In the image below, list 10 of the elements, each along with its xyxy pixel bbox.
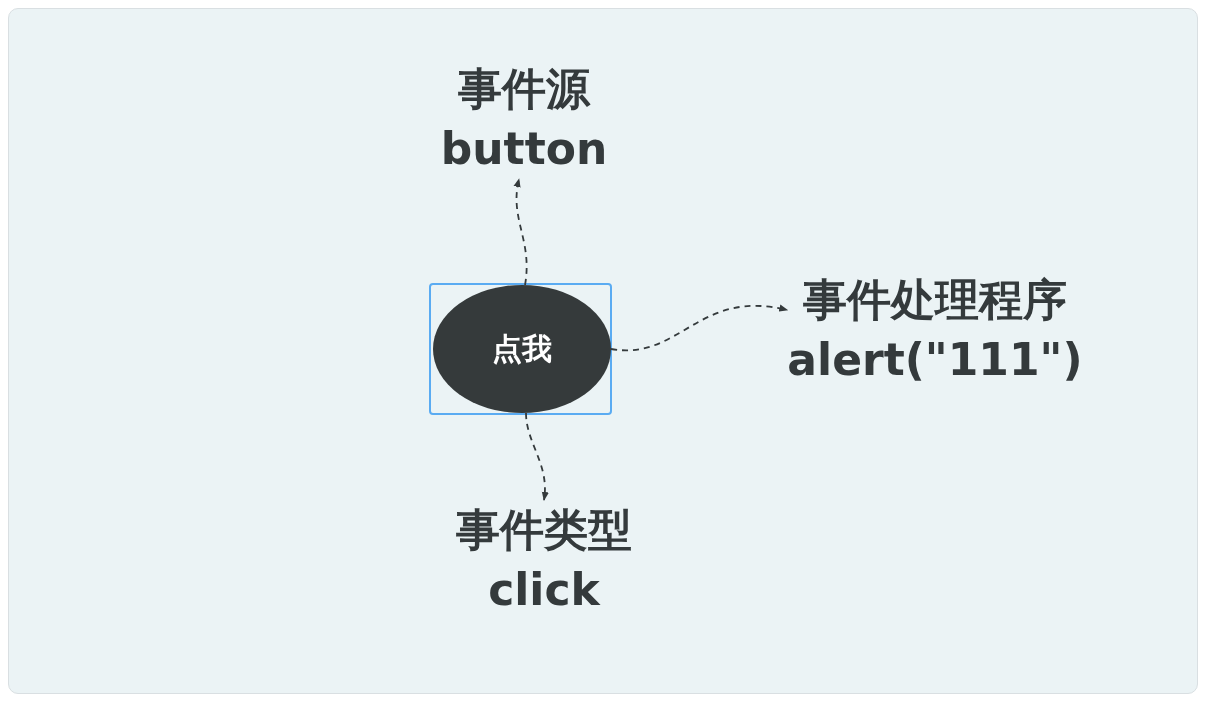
node-label: 点我 — [492, 329, 552, 368]
arrow — [525, 412, 549, 501]
heading-text: 事件类型 — [456, 503, 632, 557]
heading-text: 事件处理程序 — [802, 273, 1068, 327]
code-text: button — [440, 122, 608, 176]
arrow — [610, 305, 789, 352]
code-text: click — [487, 563, 602, 617]
code-text: alert("111") — [787, 333, 1083, 387]
arrow — [513, 178, 528, 286]
heading-text: 事件源 — [457, 62, 592, 116]
